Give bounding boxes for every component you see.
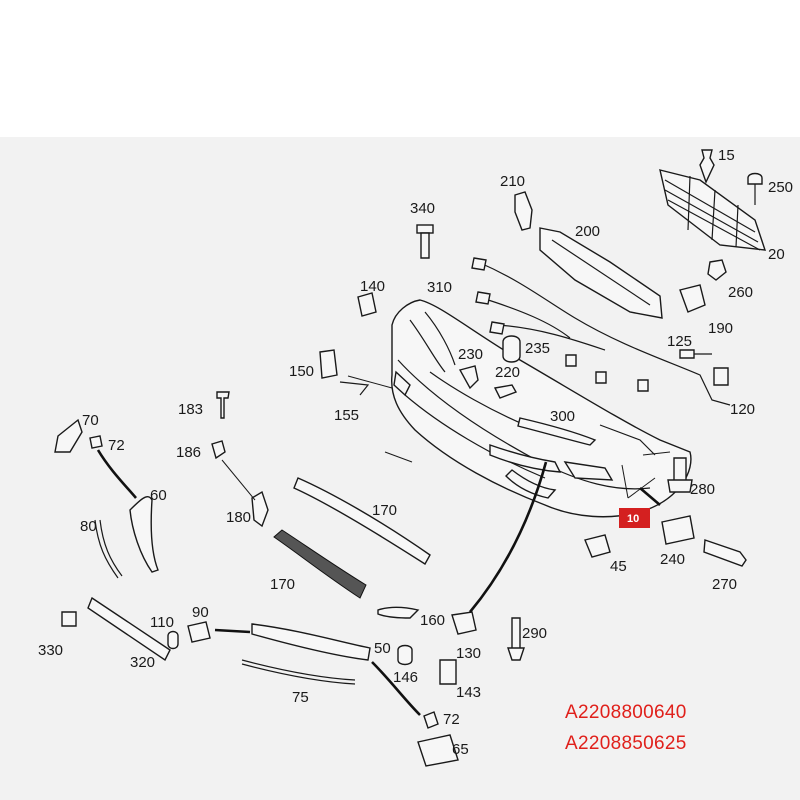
trim-300 xyxy=(517,417,597,446)
wiring-harness xyxy=(471,257,731,406)
bumper-cover xyxy=(391,299,692,518)
bracket-210-200 xyxy=(514,191,706,319)
callout-250: 250 xyxy=(768,179,793,196)
callout-170-lower: 170 xyxy=(270,576,295,593)
right-fasteners xyxy=(584,457,747,567)
callout-320: 320 xyxy=(130,654,155,671)
callout-230: 230 xyxy=(458,346,483,363)
fog-lamp-parts xyxy=(397,611,525,767)
callout-240: 240 xyxy=(660,551,685,568)
callout-20: 20 xyxy=(768,246,785,263)
callout-280: 280 xyxy=(690,481,715,498)
callout-120: 120 xyxy=(730,401,755,418)
callout-180: 180 xyxy=(226,509,251,526)
callout-130: 130 xyxy=(456,645,481,662)
highlight-badge: 10 xyxy=(619,508,650,528)
callout-170-upper: 170 xyxy=(372,502,397,519)
callout-labels: 15 250 210 200 20 340 260 140 310 190 12… xyxy=(38,147,793,758)
left-covers-140-150 xyxy=(319,292,518,399)
callout-155: 155 xyxy=(334,407,359,424)
callout-80: 80 xyxy=(80,518,97,535)
callout-65: 65 xyxy=(452,741,469,758)
callout-183: 183 xyxy=(178,401,203,418)
callout-220: 220 xyxy=(495,364,520,381)
callout-340: 340 xyxy=(410,200,435,217)
callout-143: 143 xyxy=(456,684,481,701)
callout-330: 330 xyxy=(38,642,63,659)
callout-150: 150 xyxy=(289,363,314,380)
callout-70-left: 70 xyxy=(82,412,99,429)
callout-186: 186 xyxy=(176,444,201,461)
part-number-1: A2208800640 xyxy=(565,702,687,723)
callout-310: 310 xyxy=(427,279,452,296)
callout-200: 200 xyxy=(575,223,600,240)
left-side-parts xyxy=(54,418,159,579)
callout-270: 270 xyxy=(712,576,737,593)
connector-arrows xyxy=(96,449,661,716)
callout-50: 50 xyxy=(374,640,391,657)
callout-235: 235 xyxy=(525,340,550,357)
callout-290: 290 xyxy=(522,625,547,642)
callout-210: 210 xyxy=(500,173,525,190)
callout-140: 140 xyxy=(360,278,385,295)
lower-left-parts xyxy=(61,596,371,685)
callout-75: 75 xyxy=(292,689,309,706)
callout-146: 146 xyxy=(393,669,418,686)
callout-90: 90 xyxy=(192,604,209,621)
callout-15: 15 xyxy=(718,147,735,164)
center-parts xyxy=(211,391,431,619)
fasteners-340-260 xyxy=(416,224,727,281)
callout-72-lower: 72 xyxy=(443,711,460,728)
callout-160: 160 xyxy=(420,612,445,629)
callout-300: 300 xyxy=(550,408,575,425)
callout-190: 190 xyxy=(708,320,733,337)
callout-125: 125 xyxy=(667,333,692,350)
callout-60: 60 xyxy=(150,487,167,504)
top-blank-area xyxy=(0,0,800,137)
callout-72-left: 72 xyxy=(108,437,125,454)
highlight-badge-label: 10 xyxy=(627,513,639,525)
callout-260: 260 xyxy=(728,284,753,301)
grille-carrier xyxy=(659,149,767,251)
callout-110: 110 xyxy=(150,614,174,631)
part-number-2: A2208850625 xyxy=(565,733,687,754)
callout-45: 45 xyxy=(610,558,627,575)
